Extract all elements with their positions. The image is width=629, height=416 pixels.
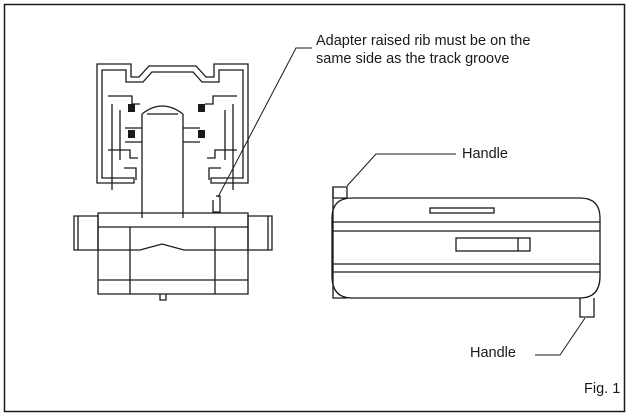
adapter-stem <box>141 114 184 218</box>
rib-leader-line <box>217 47 312 198</box>
figure-border <box>3 3 626 413</box>
handle-top-tab <box>332 186 348 199</box>
rib-note-line-2: same side as the track groove <box>316 51 510 67</box>
handle-bottom-leader <box>535 317 586 356</box>
adapter-body <box>97 212 249 295</box>
contact-lower-left <box>128 130 135 138</box>
raised-rib <box>212 195 221 213</box>
handle-top-leader <box>346 153 456 187</box>
rib-note-line-1: Adapter raised rib must be on the <box>316 33 531 49</box>
contact-set <box>128 104 205 138</box>
handle-bottom-tab <box>579 298 595 318</box>
contact-lower-right <box>198 130 205 138</box>
rib-note: Adapter raised rib must be on the same s… <box>316 32 530 68</box>
contact-upper-right <box>198 104 205 112</box>
contact-upper-left <box>128 104 135 112</box>
figure-label: Fig. 1 <box>584 381 621 397</box>
adapter-top-view <box>331 186 601 318</box>
handle-label-top: Handle <box>462 146 508 162</box>
track-profile <box>96 63 249 184</box>
adapter-side-view <box>73 63 273 301</box>
latch-window <box>455 237 531 252</box>
handle-label-bottom: Handle <box>470 345 516 361</box>
